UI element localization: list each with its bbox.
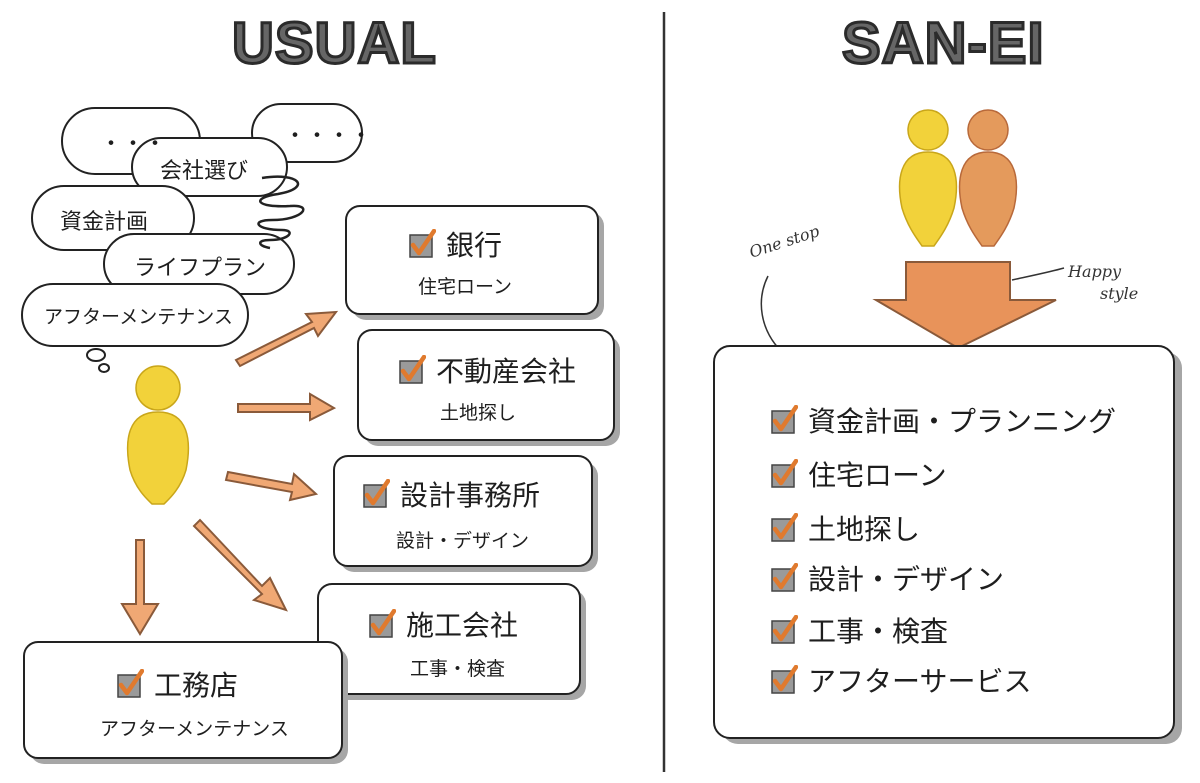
sanei-item-3: 土地探し [768, 508, 920, 548]
usual-arrows [120, 310, 339, 636]
builder-sub-label: アフターメンテナンス [100, 718, 289, 740]
thought-dot-1 [86, 348, 106, 362]
sanei-item-6-label: アフターサービス [808, 665, 1032, 698]
arrow-to-construction [192, 518, 288, 612]
sanei-item-2-label: 住宅ローン [808, 459, 947, 492]
realestate-heading-label: 不動産会社 [436, 355, 577, 388]
usual-box-bank-heading: 銀行 [406, 224, 502, 264]
usual-box-realestate-heading: 不動産会社 [396, 350, 576, 390]
style-note: style [1100, 284, 1139, 303]
usual-box-builder-heading: 工務店 [114, 664, 238, 704]
checkbox-checked-icon [768, 404, 799, 435]
happystyle-pointer [1011, 267, 1065, 281]
sanei-people [898, 109, 1018, 247]
bubble-company-label: 会社選び [160, 159, 249, 184]
design-sub-label: 設計・デザイン [396, 530, 530, 552]
checkbox-checked-icon [768, 562, 799, 593]
checkbox-checked-icon [406, 228, 437, 259]
sanei-item-5: 工事・検査 [768, 610, 948, 650]
bubble-ellipsis-left-label: ・・・ [100, 132, 167, 157]
bank-sub-label: 住宅ローン [418, 276, 513, 298]
checkbox-checked-icon [366, 608, 397, 639]
happy-note: Happy [1068, 262, 1122, 281]
sanei-item-5-label: 工事・検査 [808, 615, 949, 648]
usual-person [126, 365, 190, 505]
sanei-item-4-label: 設計・デザイン [808, 563, 1005, 596]
bank-heading-label: 銀行 [446, 229, 503, 262]
bubble-aftercare [21, 283, 249, 347]
usual-box-construction-heading: 施工会社 [366, 604, 518, 644]
checkbox-checked-icon [396, 354, 427, 385]
sanei-box [713, 345, 1175, 739]
bubble-aftercare-label: アフターメンテナンス [44, 306, 233, 328]
confusion-spiral [257, 175, 305, 250]
sanei-item-1-label: 資金計画・プランニング [808, 405, 1117, 438]
sanei-item-3-label: 土地探し [808, 513, 921, 546]
arrow-to-realestate [237, 392, 337, 422]
sanei-item-1: 資金計画・プランニング [768, 400, 1116, 440]
checkbox-checked-icon [360, 478, 391, 509]
realestate-sub-label: 土地探し [440, 402, 517, 424]
sanei-down-arrow [872, 261, 1057, 350]
design-heading-label: 設計事務所 [400, 479, 541, 512]
usual-box-design-heading: 設計事務所 [360, 474, 540, 514]
bubble-lifeplan-label: ライフプラン [134, 256, 267, 281]
bubble-funding-label: 資金計画 [60, 210, 149, 235]
bubble-ellipsis-right-label: ・・・・ [284, 124, 373, 149]
construction-sub-label: 工事・検査 [410, 658, 506, 680]
checkbox-checked-icon [114, 668, 145, 699]
sanei-item-6: アフターサービス [768, 660, 1031, 700]
checkbox-checked-icon [768, 512, 799, 543]
usual-box-shapes [23, 205, 620, 764]
checkbox-checked-icon [768, 664, 799, 695]
sanei-item-4: 設計・デザイン [768, 558, 1004, 598]
checkbox-checked-icon [768, 458, 799, 489]
onestop-pointer [760, 275, 783, 353]
sanei-item-2: 住宅ローン [768, 454, 947, 494]
arrow-to-bank [234, 310, 339, 368]
arrow-to-builder [120, 539, 160, 636]
construction-heading-label: 施工会社 [406, 609, 519, 642]
arrow-to-design [224, 470, 319, 502]
builder-heading-label: 工務店 [154, 669, 239, 702]
checkbox-checked-icon [768, 614, 799, 645]
usual-title: USUAL [231, 10, 438, 78]
bubble-company [131, 137, 288, 197]
thought-dot-2 [98, 363, 110, 373]
sanei-title: SAN-EI [841, 10, 1046, 78]
